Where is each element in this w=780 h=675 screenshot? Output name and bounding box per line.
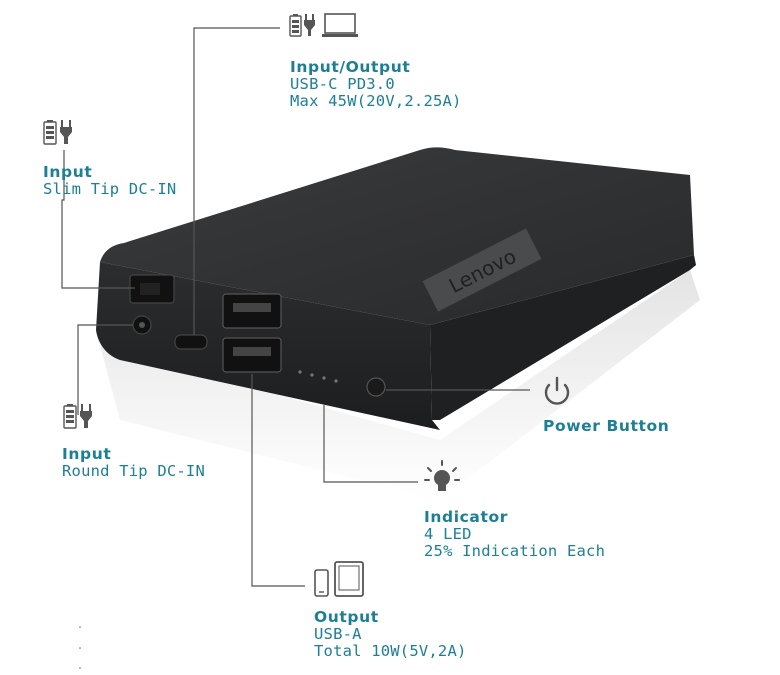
leader-output	[251, 374, 305, 587]
callout-line: Max 45W(20V,2.25A)	[290, 92, 462, 110]
callout-title: Indicator	[424, 508, 508, 526]
leader-round	[77, 324, 133, 415]
leader-slim	[61, 150, 135, 289]
dot	[79, 667, 81, 669]
led-1	[298, 370, 302, 374]
leader-indicator	[323, 405, 418, 483]
led-2	[310, 373, 314, 377]
power-button	[366, 377, 386, 397]
leader-usbc	[193, 27, 280, 335]
callout-title: Input/Output	[290, 58, 411, 76]
battery-icon	[289, 14, 302, 37]
led-4	[334, 379, 338, 383]
laptop-icon	[322, 13, 358, 37]
plug-icon	[60, 120, 72, 144]
callout-line: USB-A	[314, 625, 362, 643]
callout-power: Power Button	[543, 418, 669, 435]
callout-line: Total 10W(5V,2A)	[314, 642, 467, 660]
led-3	[322, 376, 326, 380]
callout-slim-tip: Input Slim Tip DC-IN	[43, 164, 176, 198]
callout-usbc: Input/Output USB-C PD3.0 Max 45W(20V,2.2…	[290, 59, 462, 110]
plug-icon	[80, 404, 92, 428]
callout-line: 4 LED	[424, 525, 472, 543]
battery-icon	[63, 404, 77, 429]
phone-icon	[314, 569, 329, 597]
lightbulb-icon	[424, 460, 460, 491]
callout-title: Power Button	[543, 417, 670, 435]
dot	[79, 647, 81, 649]
usb-c-port	[174, 334, 208, 350]
callout-line: 25% Indication Each	[424, 542, 606, 560]
callout-round-tip: Input Round Tip DC-IN	[62, 446, 205, 480]
callout-title: Input	[62, 445, 112, 463]
callout-output: Output USB-A Total 10W(5V,2A)	[314, 609, 467, 660]
power-icon	[544, 376, 570, 405]
leader-lines	[61, 27, 530, 587]
callout-line: Slim Tip DC-IN	[43, 180, 177, 198]
callout-line: Round Tip DC-IN	[62, 462, 205, 480]
battery-icon	[43, 120, 57, 145]
power-bank-device: Lenovo	[96, 147, 696, 430]
plug-icon	[304, 14, 315, 36]
callout-title: Input	[43, 163, 93, 181]
tablet-icon	[334, 561, 364, 597]
callout-line: USB-C PD3.0	[290, 75, 395, 93]
callout-title: Output	[314, 608, 379, 626]
callout-indicator: Indicator 4 LED 25% Indication Each	[424, 509, 605, 560]
device-reflection	[100, 270, 700, 500]
dot	[79, 626, 81, 628]
